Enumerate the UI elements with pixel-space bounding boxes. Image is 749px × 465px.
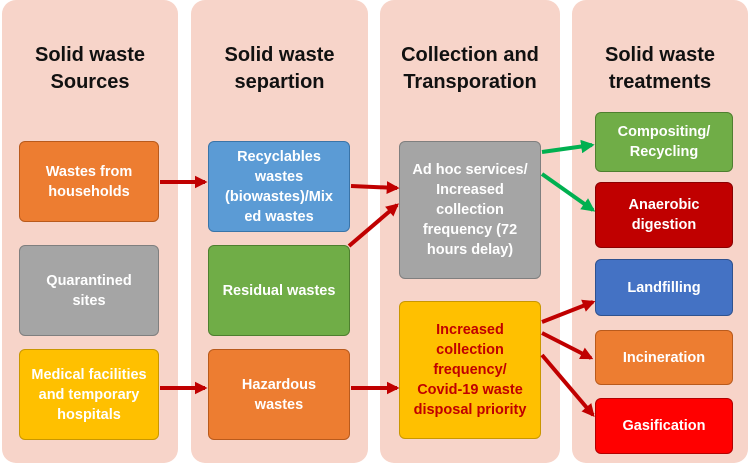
source-quarantined-box: Quarantined sites [19,245,159,336]
treatment-anaerobic-box: Anaerobic digestion [595,182,733,248]
separation-hazardous-box: Hazardous wastes [208,349,350,440]
separation-residual-box: Residual wastes [208,245,350,336]
column-title-sources: Solid waste Sources [34,44,146,93]
treatment-landfilling-label: Landfilling [627,279,701,296]
treatment-anaerobic-label: Anaerobic digestion [628,197,700,233]
column-title-treatments: Solid waste treatments [604,44,716,93]
column-title-collection: Collection and Transporation [401,44,539,93]
collection-adhoc-label: Ad hoc services/ Increased collection fr… [412,162,528,258]
source-medical-box: Medical facilities and temporary hospita… [19,349,159,440]
separation-recyclables-box: Recyclables wastes (biowastes)/Mix ed wa… [208,141,350,232]
treatment-gasification-box: Gasification [595,398,733,454]
collection-increased-label: Increased collection frequency/ Covid-19… [413,322,527,418]
column-title-separation: Solid waste separtion [224,44,335,93]
source-households-label: Wastes from households [45,163,133,200]
treatment-incineration-box: Incineration [595,330,733,385]
treatment-incineration-label: Incineration [622,349,706,366]
source-households-box: Wastes from households [19,141,159,222]
collection-increased-box: Increased collection frequency/ Covid-19… [399,301,541,439]
treatment-composting-box: Compositing/ Recycling [595,112,733,172]
treatment-landfilling-box: Landfilling [595,259,733,316]
treatment-composting-label: Compositing/ Recycling [617,124,711,160]
separation-recyclables-label: Recyclables wastes (biowastes)/Mix ed wa… [225,148,333,225]
separation-hazardous-label: Hazardous wastes [241,376,317,413]
collection-adhoc-box: Ad hoc services/ Increased collection fr… [399,141,541,279]
treatment-gasification-label: Gasification [622,418,706,434]
separation-residual-label: Residual wastes [222,282,336,299]
source-quarantined-label: Quarantined sites [46,272,132,309]
source-medical-label: Medical facilities and temporary hospita… [31,366,147,423]
